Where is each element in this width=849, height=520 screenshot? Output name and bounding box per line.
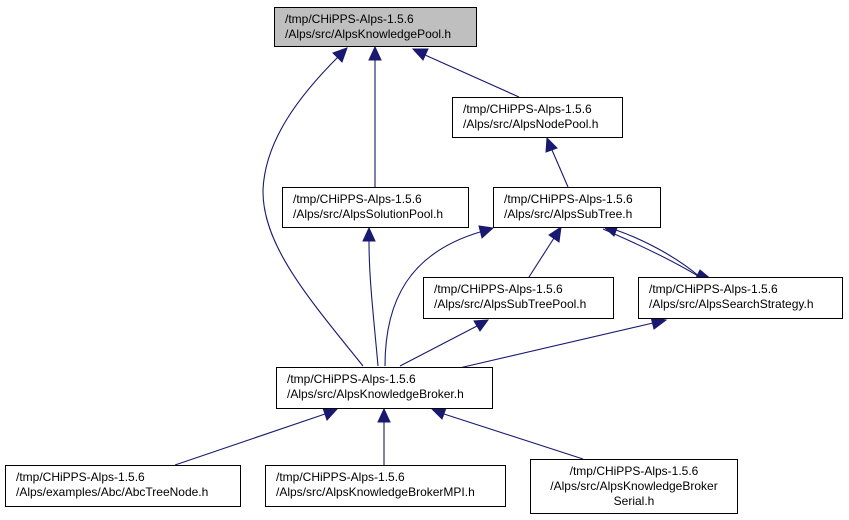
node-file-line: /Alps/src/AlpsKnowledgeBrokerMPI.h bbox=[276, 485, 475, 499]
node-alps-sub-tree-pool-h[interactable]: /tmp/CHiPPS-Alps-1.5.6 /Alps/src/AlpsSub… bbox=[423, 277, 614, 319]
arrowhead-nodepool-from-subtree bbox=[545, 136, 558, 153]
node-file-line: /Alps/src/AlpsSubTree.h bbox=[504, 207, 633, 221]
edge-broker-to-subtreepool bbox=[399, 325, 478, 367]
node-file-line: /Alps/src/AlpsKnowledgePool.h bbox=[285, 27, 452, 41]
node-file-line: /Alps/src/AlpsSolutionPool.h bbox=[293, 207, 444, 221]
node-alps-solution-pool-h[interactable]: /tmp/CHiPPS-Alps-1.5.6 /Alps/src/AlpsSol… bbox=[282, 187, 469, 228]
arrowhead-pool-from-nodepool bbox=[411, 48, 429, 61]
node-path-line: /tmp/CHiPPS-Alps-1.5.6 bbox=[649, 282, 778, 296]
node-path-line: /tmp/CHiPPS-Alps-1.5.6 bbox=[276, 470, 405, 484]
node-file-line: /Alps/src/AlpsSubTreePool.h bbox=[434, 297, 587, 311]
node-file-line: /Alps/src/AlpsKnowledgeBroker bbox=[550, 479, 718, 493]
node-alps-knowledge-broker-mpi-h[interactable]: /tmp/CHiPPS-Alps-1.5.6 /Alps/src/AlpsKno… bbox=[265, 465, 506, 507]
arrowhead-pool-from-broker bbox=[332, 47, 348, 63]
node-alps-knowledge-pool-h[interactable]: /tmp/CHiPPS-Alps-1.5.6 /Alps/src/AlpsKno… bbox=[274, 7, 477, 47]
node-file-line: /Alps/examples/Abc/AbcTreeNode.h bbox=[16, 485, 209, 499]
node-alps-knowledge-broker-serial-h[interactable]: /tmp/CHiPPS-Alps-1.5.6 /Alps/src/AlpsKno… bbox=[530, 459, 738, 514]
node-alps-knowledge-broker-h[interactable]: /tmp/CHiPPS-Alps-1.5.6 /Alps/src/AlpsKno… bbox=[276, 367, 493, 409]
edge-search-to-subtree bbox=[615, 229, 701, 278]
arrowhead-pool-from-solution bbox=[368, 45, 382, 61]
edge-serial-to-broker bbox=[443, 413, 584, 460]
edge-broker-to-solution bbox=[368, 240, 379, 367]
arrowhead-broker-from-mpi bbox=[377, 407, 391, 423]
node-file-line-continued: Serial.h bbox=[613, 494, 655, 508]
node-path-line: /tmp/CHiPPS-Alps-1.5.6 bbox=[504, 192, 633, 206]
edge-broker-to-search bbox=[454, 322, 654, 370]
arrowhead-subtree-from-broker bbox=[478, 225, 495, 239]
node-file-line: /Alps/src/AlpsNodePool.h bbox=[463, 117, 599, 131]
node-path-line: /tmp/CHiPPS-Alps-1.5.6 bbox=[569, 464, 699, 478]
arrowhead-broker-from-serial bbox=[430, 407, 447, 420]
edge-subtree-to-search bbox=[602, 228, 699, 277]
edge-broker-to-subtree bbox=[384, 231, 481, 367]
arrowhead-subtreepool-from-broker bbox=[473, 319, 490, 332]
node-file-line: /Alps/src/AlpsSearchStrategy.h bbox=[649, 297, 814, 311]
edge-nodepool-to-pool bbox=[424, 54, 520, 98]
node-alps-search-strategy-h[interactable]: /tmp/CHiPPS-Alps-1.5.6 /Alps/src/AlpsSea… bbox=[638, 277, 843, 319]
node-path-line: /tmp/CHiPPS-Alps-1.5.6 bbox=[285, 12, 414, 26]
node-path-line: /tmp/CHiPPS-Alps-1.5.6 bbox=[16, 470, 145, 484]
node-file-line: /Alps/src/AlpsKnowledgeBroker.h bbox=[287, 387, 464, 401]
edge-broker-to-pool bbox=[262, 56, 364, 367]
node-path-line: /tmp/CHiPPS-Alps-1.5.6 bbox=[287, 372, 416, 386]
arrowhead-solution-from-broker bbox=[362, 226, 376, 242]
node-path-line: /tmp/CHiPPS-Alps-1.5.6 bbox=[434, 282, 563, 296]
node-path-line: /tmp/CHiPPS-Alps-1.5.6 bbox=[463, 102, 592, 116]
arrowhead-broker-from-abc bbox=[322, 407, 339, 421]
edge-subtreepool-to-subtree bbox=[528, 237, 555, 278]
edge-abc-to-broker bbox=[174, 413, 326, 466]
node-alps-sub-tree-h[interactable]: /tmp/CHiPPS-Alps-1.5.6 /Alps/src/AlpsSub… bbox=[493, 187, 661, 228]
arrowhead-subtree-from-subtreepool bbox=[548, 225, 562, 243]
node-abc-tree-node-h[interactable]: /tmp/CHiPPS-Alps-1.5.6 /Alps/examples/Ab… bbox=[5, 465, 241, 507]
node-path-line: /tmp/CHiPPS-Alps-1.5.6 bbox=[293, 192, 422, 206]
node-alps-node-pool-h[interactable]: /tmp/CHiPPS-Alps-1.5.6 /Alps/src/AlpsNod… bbox=[452, 97, 623, 138]
edge-subtree-to-nodepool bbox=[551, 149, 569, 188]
